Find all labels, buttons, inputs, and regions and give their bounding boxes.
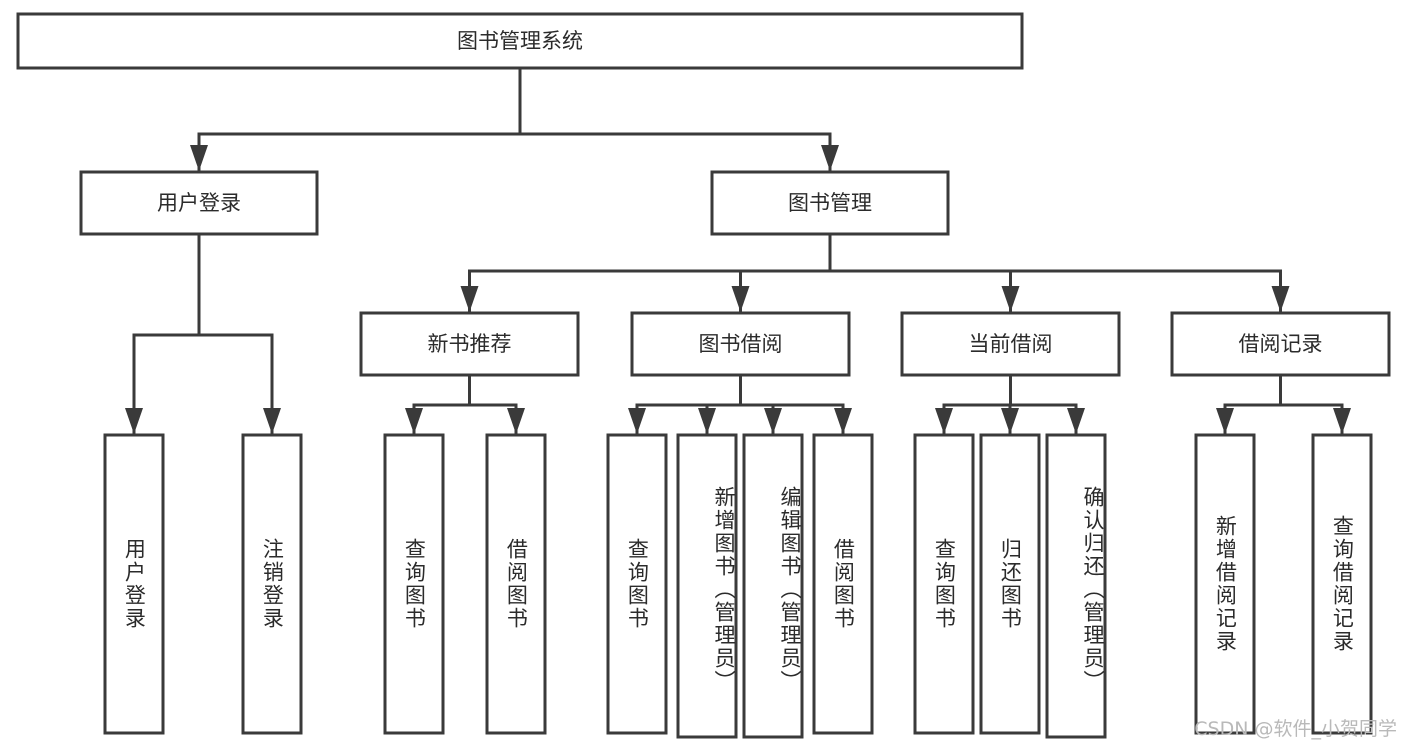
arrow-head-icon [125,408,143,434]
node-box-new-book-recommend[interactable] [359,311,580,377]
node-label-new-book-recommend: 新书推荐 [428,332,512,356]
node-box-leaf-query-book-3[interactable] [913,433,975,735]
arrow-head-icon [1001,408,1019,434]
node-box-leaf-borrow-book-1[interactable] [485,433,547,735]
node-box-leaf-query-book-1[interactable] [383,433,445,735]
arrow-head-icon [263,408,281,434]
node-label-book-manage: 图书管理 [788,191,872,215]
node-box-root[interactable] [16,12,1024,70]
node-label-root: 图书管理系统 [457,29,583,53]
arrow-head-icon [190,145,208,171]
node-label-current-borrow: 当前借阅 [969,332,1053,356]
node-box-user-login[interactable] [79,170,319,236]
arrow-head-icon [1067,408,1085,434]
arrow-head-icon [834,408,852,434]
arrow-head-icon [1333,408,1351,434]
node-box-leaf-edit-book[interactable] [742,433,804,739]
node-box-leaf-user-login[interactable] [103,433,165,735]
arrow-head-icon [731,286,750,312]
arrow-head-icon [764,408,782,434]
arrow-head-icon [821,145,839,171]
node-label-book-borrow: 图书借阅 [699,332,783,356]
arrow-head-icon [935,408,953,434]
node-box-leaf-add-book[interactable] [676,433,738,739]
arrow-head-icon [405,408,423,434]
arrow-head-icon [698,408,716,434]
node-label-borrow-record: 借阅记录 [1239,332,1323,356]
node-box-current-borrow[interactable] [900,311,1121,377]
arrow-head-icon [1001,286,1020,312]
arrow-head-icon [1216,408,1234,434]
node-box-leaf-return-book[interactable] [979,433,1041,735]
node-box-leaf-query-book-2[interactable] [606,433,668,735]
arrow-head-icon [460,286,479,312]
arrow-head-icon [507,408,525,434]
node-box-book-borrow[interactable] [630,311,851,377]
node-box-leaf-add-borrow-record[interactable] [1194,433,1256,735]
node-box-borrow-record[interactable] [1170,311,1391,377]
arrow-head-icon [1271,286,1290,312]
connector-layer [125,66,1351,436]
arrow-head-icon [628,408,646,434]
csdn-watermark: CSDN @软件_小贺同学 [1194,718,1397,740]
node-label-user-login: 用户登录 [157,191,241,215]
node-box-leaf-logout[interactable] [241,433,303,735]
node-box-layer [16,12,1391,739]
node-box-leaf-confirm-return[interactable] [1045,433,1107,739]
node-box-leaf-query-borrow-record[interactable] [1311,433,1373,735]
node-box-leaf-borrow-book-2[interactable] [812,433,874,735]
node-box-book-manage[interactable] [710,170,950,236]
